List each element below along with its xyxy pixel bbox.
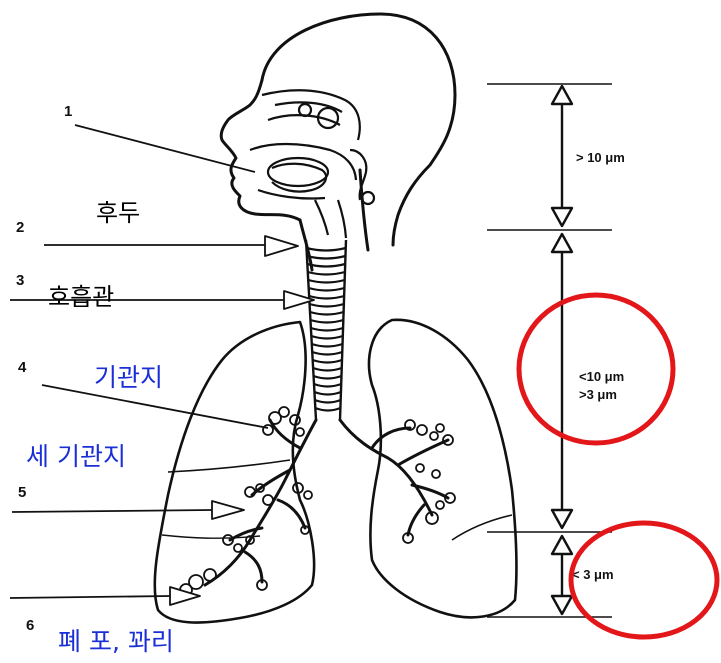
label-bronchiole: 세 기관지	[26, 442, 126, 471]
marker-3: 3	[16, 272, 24, 289]
trachea-ring	[313, 368, 342, 371]
size-label-middle-2: >3 μm	[579, 387, 617, 402]
trachea-ring	[309, 296, 344, 299]
size-label-upper: > 10 μm	[576, 150, 625, 165]
marker-1: 1	[64, 103, 72, 120]
trachea-ring	[315, 400, 341, 403]
marker-2: 2	[16, 219, 24, 236]
trachea-ring	[313, 360, 342, 363]
trachea-ring	[314, 376, 342, 379]
trachea-ring	[310, 320, 343, 323]
arrowhead-2	[265, 236, 298, 256]
marker-5: 5	[18, 484, 26, 501]
bronchial-tree	[205, 420, 448, 585]
alveoli-clusters	[180, 407, 455, 596]
trachea-ring	[310, 304, 344, 307]
leader-lines	[10, 125, 284, 598]
trachea-ring	[314, 392, 340, 395]
trachea-ring	[311, 336, 342, 339]
size-scale-arrows	[552, 86, 572, 614]
marker-4: 4	[18, 359, 27, 376]
leader-line-6	[10, 596, 170, 598]
trachea-ring	[310, 312, 344, 315]
trachea-ring	[312, 352, 342, 355]
trachea-rings	[306, 248, 345, 411]
trachea-ring	[311, 328, 343, 331]
double-arrow-middle	[552, 234, 572, 528]
trachea-ring	[308, 280, 344, 283]
leader-line-5	[12, 510, 212, 512]
trachea-ring	[306, 248, 345, 251]
trachea-ring	[315, 408, 340, 411]
label-larynx: 후두	[96, 199, 140, 227]
label-alveoli: 폐 포, 꽈리	[58, 627, 174, 656]
trachea-ring	[307, 256, 346, 259]
trachea-ring	[314, 384, 341, 387]
label-bronchus: 기관지	[94, 363, 163, 392]
size-label-middle-1: <10 μm	[579, 369, 624, 384]
label-airway: 호흡관	[48, 283, 114, 311]
head-outline	[221, 14, 455, 270]
marker-6: 6	[26, 617, 34, 634]
trachea-ring	[312, 344, 343, 347]
size-label-lower: < 3 μm	[572, 567, 614, 582]
trachea-ring	[307, 264, 345, 267]
trachea-ring	[308, 272, 345, 275]
trachea-ring	[309, 288, 345, 291]
arrowhead-5	[212, 501, 244, 519]
double-arrow-upper	[552, 86, 572, 226]
right-lung	[369, 320, 516, 618]
